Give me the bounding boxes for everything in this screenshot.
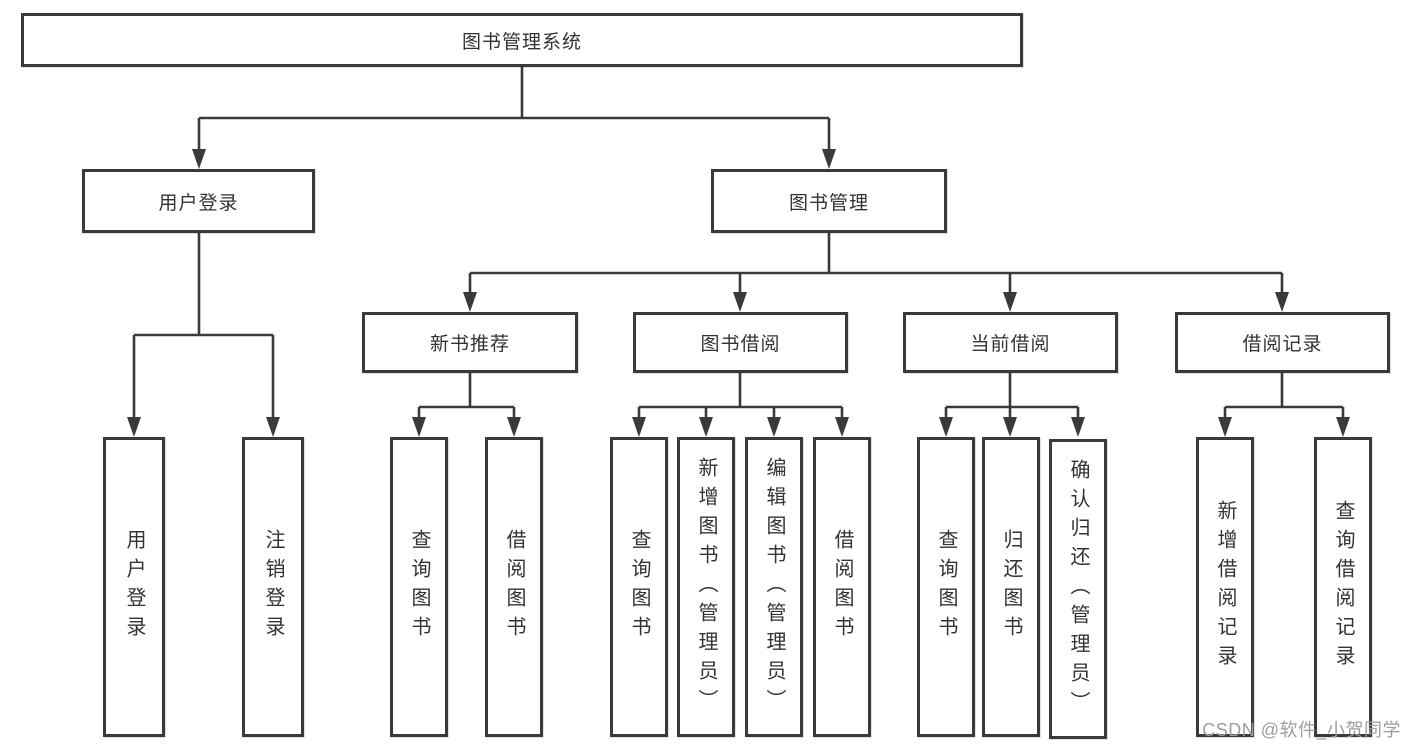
leaf-query-books-current: 查询图书 — [917, 437, 975, 737]
node-borrowing-records: 借阅记录 — [1175, 312, 1390, 373]
leaf-label: 新增借阅记录 — [1214, 500, 1236, 674]
node-current-borrowing: 当前借阅 — [903, 312, 1118, 373]
leaf-query-books-borrow: 查询图书 — [610, 437, 668, 737]
node-label: 借阅记录 — [1242, 334, 1323, 355]
leaf-label: 借阅图书 — [503, 529, 525, 645]
node-label: 用户登录 — [158, 192, 239, 214]
leaf-add-books-admin: 新增图书（管理员） — [677, 437, 735, 737]
leaf-logout: 注销登录 — [242, 437, 304, 737]
leaf-label: 归还图书 — [1000, 529, 1022, 645]
node-label: 图书借阅 — [700, 334, 781, 355]
csdn-watermark: CSDN @软件_小贺同学 — [1202, 720, 1401, 740]
node-book-borrowing: 图书借阅 — [633, 312, 848, 373]
leaf-label: 查询图书 — [408, 529, 430, 645]
leaf-label: 查询图书 — [935, 529, 957, 645]
node-library-management-system: 图书管理系统 — [21, 13, 1023, 67]
leaf-edit-books-admin: 编辑图书（管理员） — [745, 437, 803, 737]
leaf-query-borrow-record: 查询借阅记录 — [1314, 437, 1372, 737]
leaf-borrow-books: 借阅图书 — [813, 437, 871, 737]
leaf-label: 查询借阅记录 — [1332, 500, 1354, 674]
leaf-confirm-return-admin: 确认归还（管理员） — [1049, 439, 1107, 739]
leaf-label: 借阅图书 — [831, 529, 853, 645]
node-new-book-recommend: 新书推荐 — [362, 312, 578, 373]
node-label: 图书管理 — [788, 192, 869, 214]
leaf-label: 编辑图书（管理员） — [763, 456, 785, 718]
leaf-label: 查询图书 — [628, 529, 650, 645]
node-book-management: 图书管理 — [711, 169, 947, 233]
leaf-add-borrow-record: 新增借阅记录 — [1196, 437, 1254, 737]
leaf-label: 用户登录 — [123, 529, 145, 645]
leaf-borrow-books-recommend: 借阅图书 — [485, 437, 543, 737]
node-label: 新书推荐 — [429, 334, 510, 355]
leaf-query-books-recommend: 查询图书 — [390, 437, 448, 737]
leaf-label: 注销登录 — [262, 529, 284, 645]
leaf-user-login: 用户登录 — [103, 437, 165, 737]
leaf-return-books: 归还图书 — [982, 437, 1040, 737]
node-label: 图书管理系统 — [461, 31, 582, 53]
arrowhead-icons — [127, 149, 1350, 437]
leaf-label: 确认归还（管理员） — [1067, 458, 1089, 720]
node-label: 当前借阅 — [970, 334, 1051, 355]
leaf-label: 新增图书（管理员） — [695, 456, 717, 718]
node-user-login: 用户登录 — [82, 169, 315, 233]
